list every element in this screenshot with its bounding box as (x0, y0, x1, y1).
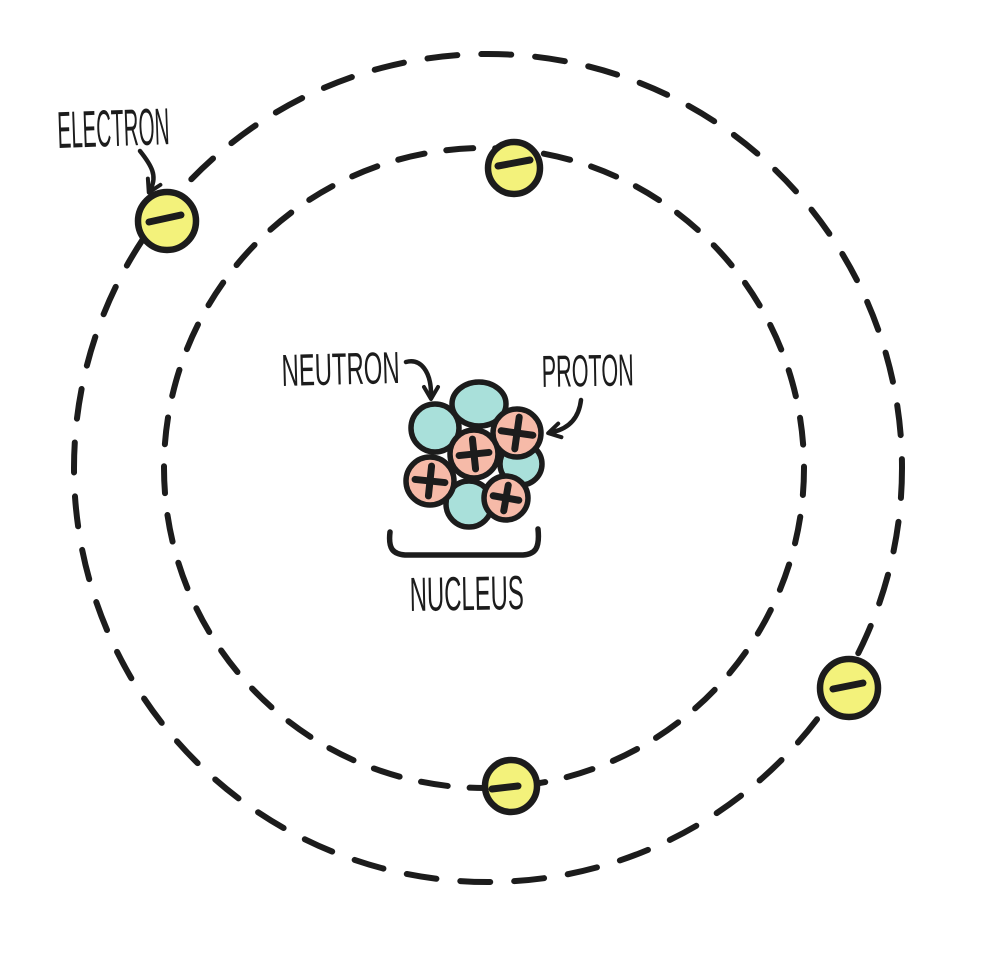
plus-icon (455, 435, 493, 473)
minus-icon (488, 782, 522, 793)
electron-label: ELECTRON (56, 98, 170, 160)
outer-orbit (71, 51, 905, 885)
electrons (134, 138, 882, 816)
electron-outer-right (816, 655, 882, 721)
nucleus-bracket (386, 526, 542, 558)
electron-body (484, 138, 544, 198)
nucleus-label: NUCLEUS (409, 567, 524, 622)
proton-label: PROTON (541, 344, 634, 397)
minus-icon (829, 679, 867, 693)
nucleus-cluster (403, 379, 545, 530)
minus-icon (494, 156, 534, 170)
plus-icon (489, 481, 523, 515)
label-arrows (137, 148, 584, 440)
proton-bottom-right (481, 473, 531, 523)
plus-icon (411, 462, 449, 500)
electron-inner-bottom (481, 756, 541, 816)
neutron-arrow (403, 359, 440, 401)
proton-top-right (490, 406, 544, 460)
neutron-top (449, 379, 509, 429)
proton-middle (447, 427, 501, 481)
proton-left (403, 454, 457, 508)
electron-arrow (137, 148, 163, 195)
plus-icon (497, 413, 537, 453)
minus-icon (145, 211, 185, 226)
proton-arrow (546, 397, 584, 440)
labels: ELECTRON NEUTRON PROTON NUCLEUS (56, 98, 634, 622)
electron-outer-left (134, 188, 200, 254)
electron-inner-top (484, 138, 544, 198)
neutron-label: NEUTRON (281, 342, 400, 396)
neutron-left (408, 401, 462, 455)
